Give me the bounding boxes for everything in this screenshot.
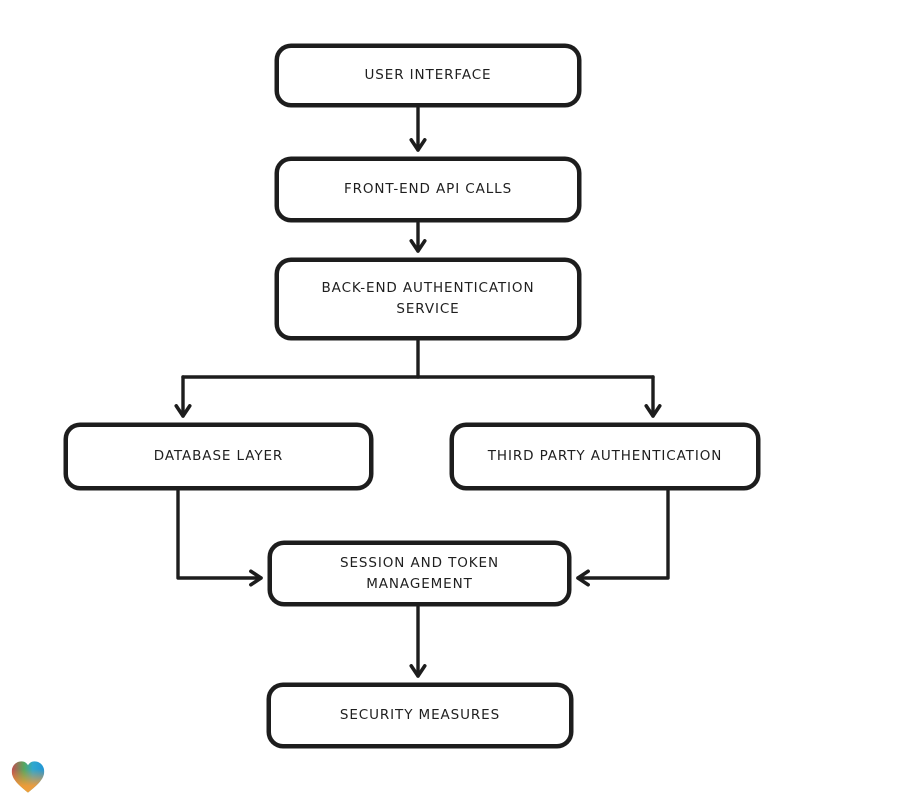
node-third-party-authentication[interactable]: THIRD PARTY AUTHENTICATION [450, 423, 760, 490]
node-third-party-authentication-label: THIRD PARTY AUTHENTICATION [487, 448, 723, 465]
node-session-and-token-management-label: SESSION AND TOKEN MANAGEMENT [340, 554, 499, 592]
node-user-interface-label: USER INTERFACE [364, 67, 492, 84]
node-front-end-api-calls-label: FRONT-END API CALLS [343, 181, 513, 198]
node-security-measures[interactable]: SECURITY MEASURES [267, 683, 573, 748]
node-front-end-api-calls[interactable]: FRONT-END API CALLS [275, 157, 581, 222]
node-session-and-token-management[interactable]: SESSION AND TOKEN MANAGEMENT [268, 541, 571, 606]
gradient-heart-icon[interactable] [8, 757, 48, 797]
node-back-end-authentication-service[interactable]: BACK-END AUTHENTICATION SERVICE [275, 258, 581, 340]
node-security-measures-label: SECURITY MEASURES [339, 707, 501, 724]
node-database-layer[interactable]: DATABASE LAYER [64, 423, 373, 490]
edge-third-party-to-session [576, 489, 670, 587]
edge-database-to-session [176, 489, 263, 587]
node-back-end-authentication-service-label: BACK-END AUTHENTICATION SERVICE [321, 280, 535, 317]
node-database-layer-label: DATABASE LAYER [153, 448, 284, 465]
node-user-interface[interactable]: USER INTERFACE [275, 44, 581, 107]
